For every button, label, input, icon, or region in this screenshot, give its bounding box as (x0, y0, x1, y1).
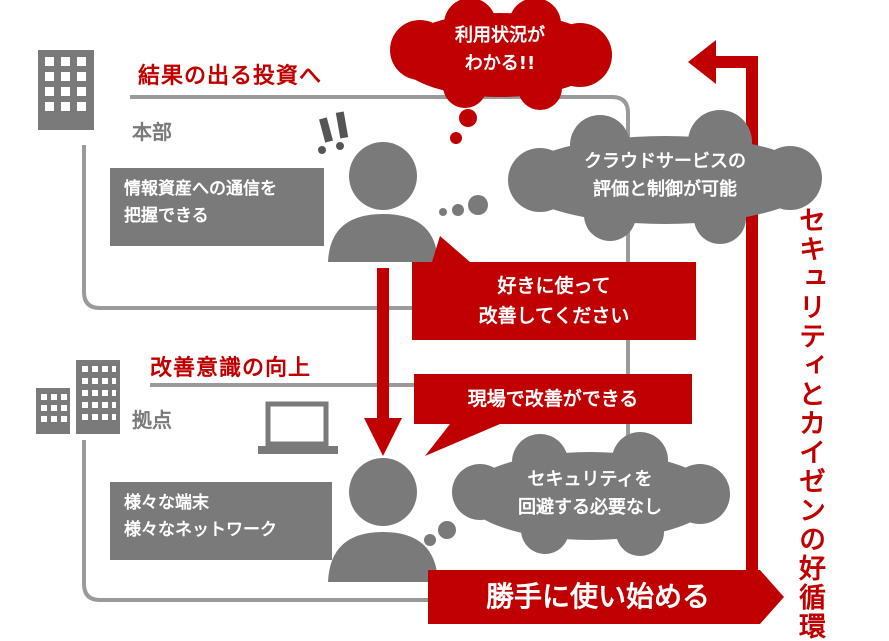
hq-heading: 結果の出る投資へ (138, 64, 323, 89)
red-bubble-text: 利用状況が わかる!! (405, 22, 595, 78)
branch-left-line (82, 440, 440, 602)
hq-location-label: 本部 (132, 120, 172, 144)
hq-left-line (82, 145, 420, 310)
callout-use-freely-line-2: 改善してください (478, 305, 630, 327)
branch-location-label: 拠点 (132, 408, 172, 432)
office-buildings-icon (36, 360, 120, 434)
gray-thought-bubble (424, 432, 730, 556)
callout-improve-onsite (414, 374, 692, 456)
gray-security-line-2: 回避する必要なし (518, 497, 662, 518)
gray-cloud-line-2: 評価と制御が可能 (593, 179, 737, 200)
down-arrow (364, 268, 402, 456)
person-icon (328, 458, 438, 582)
gray-thought-bubble (439, 110, 822, 244)
exclamation-icon (318, 111, 349, 154)
bottom-banner-text: 勝手に使い始める (485, 580, 710, 613)
gray-security-line-1: セキュリティを (527, 469, 653, 490)
branch-info-line-1: 様々な端末 (124, 493, 209, 513)
hq-info-box: 情報資産への通信を 把握できる (110, 168, 324, 246)
gray-cloud-bubble-text: クラウドサービスの 評価と制御が可能 (545, 148, 785, 204)
bottom-banner-shape (428, 570, 784, 624)
red-bubble-line-1: 利用状況が (455, 25, 545, 46)
building-icon (38, 50, 94, 130)
hq-info-line-2: 把握できる (124, 206, 209, 226)
callout-use-freely-text: 好きに使って 改善してください (412, 271, 696, 331)
callout-improve-onsite-text: 現場で改善ができる (467, 388, 639, 410)
branch-info-line-2: 様々なネットワーク (124, 520, 277, 540)
callout-use-freely-line-1: 好きに使って (497, 275, 611, 297)
callout-use-freely (412, 236, 696, 340)
gray-security-bubble-text: セキュリティを 回避する必要なし (485, 466, 695, 522)
gray-cloud-line-1: クラウドサービスの (584, 151, 746, 172)
hq-bracket-line (130, 95, 630, 530)
cycle-label: セキュリティとカイゼンの好循環 (792, 206, 826, 641)
cycle-label-line-1: セキュリティと (794, 206, 825, 409)
branch-heading: 改善意識の向上 (150, 356, 312, 381)
person-icon (328, 142, 438, 262)
branch-info-box: 様々な端末 様々なネットワーク (110, 482, 332, 560)
cycle-label-line-2: カイゼンの好循環 (794, 409, 825, 641)
hq-info-line-1: 情報資産への通信を (124, 179, 277, 199)
red-bubble-line-2: わかる!! (464, 53, 536, 74)
laptop-icon (258, 401, 338, 454)
red-thought-bubble (390, 0, 612, 144)
